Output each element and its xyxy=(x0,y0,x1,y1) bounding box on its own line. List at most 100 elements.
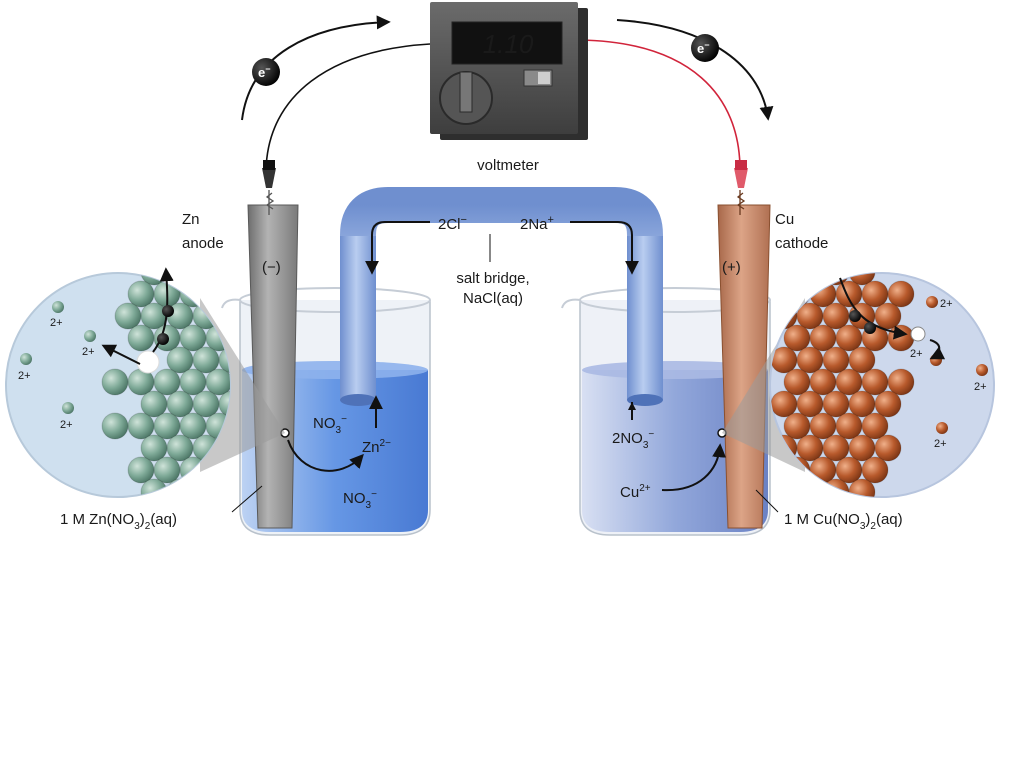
svg-text:e−: e− xyxy=(697,40,710,56)
zinc-atom xyxy=(166,478,194,497)
zinc-atom xyxy=(205,280,230,308)
zinc-free-ion xyxy=(84,330,96,342)
copper-atom xyxy=(861,412,889,440)
cathode-role: cathode xyxy=(775,235,828,252)
copper-electrode xyxy=(717,160,771,529)
anode-solution-part1: 1 M Zn(NO xyxy=(60,511,134,528)
copper-zoom-ion-label: 2+ xyxy=(910,348,923,360)
bridge-anion-label: 2Cl− xyxy=(438,214,467,233)
cathode-solution-part2: ) xyxy=(865,511,870,528)
bridge-anion-arrow xyxy=(365,221,430,275)
copper-free-ion xyxy=(936,422,948,434)
zinc-zoom-electron xyxy=(162,305,174,317)
bridge-cation-text: 2Na xyxy=(520,216,548,233)
voltmeter-reading: 1.10 xyxy=(483,29,534,59)
left-nitrate-top-base: NO xyxy=(313,415,336,432)
anode-sign: (−) xyxy=(262,259,281,276)
copper-deposit-site xyxy=(910,326,926,342)
zinc-ion-base: Zn xyxy=(362,439,380,456)
voltmeter: 1.10 xyxy=(430,2,588,140)
zinc-atom xyxy=(140,390,168,418)
bridge-anion-text: 2Cl xyxy=(438,216,461,233)
copper-zoom-electron xyxy=(864,322,876,334)
electron-left-symbol: e xyxy=(258,65,265,80)
zinc-atom xyxy=(218,273,230,286)
zinc-atom xyxy=(101,368,129,396)
cathode-element: Cu xyxy=(775,211,794,228)
left-nitrate-bottom-charge: − xyxy=(371,489,377,500)
zinc-atom xyxy=(127,280,155,308)
zinc-atom xyxy=(192,273,220,286)
copper-ion-base: Cu xyxy=(620,484,639,501)
zinc-free-ion xyxy=(52,301,64,313)
anode-solution-sub1: 3 xyxy=(134,521,140,532)
bridge-cation-label: 2Na+ xyxy=(520,214,554,233)
right-nitrate-sub: 3 xyxy=(643,440,649,451)
left-nitrate-top: NO3− xyxy=(313,414,347,436)
anode-solution-part3: (aq) xyxy=(150,511,177,528)
right-solution-pointer xyxy=(755,489,779,513)
electron-left-charge: − xyxy=(265,64,270,74)
copper-atom xyxy=(887,368,915,396)
salt-bridge-label-line1: salt bridge, xyxy=(456,270,529,287)
right-nitrate: 2NO3− xyxy=(612,429,654,451)
bridge-anion-charge: − xyxy=(461,214,467,226)
cathode-solution-part3: (aq) xyxy=(876,511,903,528)
copper-atom xyxy=(887,280,915,308)
copper-atom xyxy=(796,478,824,497)
zinc-zoom-ion-label: 2+ xyxy=(60,419,73,431)
electron-flow-arrow-left xyxy=(241,15,391,121)
copper-atom xyxy=(861,456,889,484)
copper-ion-label: Cu2+ xyxy=(620,483,651,501)
bridge-cation-arrow xyxy=(570,221,639,275)
copper-zoom-electron xyxy=(849,310,861,322)
left-nitrate-top-sub: 3 xyxy=(336,425,342,436)
salt-bridge-label-line2: NaCl(aq) xyxy=(463,290,523,307)
right-nitrate-base: 2NO xyxy=(612,430,643,447)
copper-atom xyxy=(848,273,876,286)
anode-solution-sub2: 2 xyxy=(145,521,151,532)
zinc-atom xyxy=(127,324,155,352)
zinc-ion-leaving-arrow xyxy=(101,344,141,365)
left-nitrate-bottom: NO3− xyxy=(343,489,377,511)
zinc-ion-charge: 2− xyxy=(380,438,392,449)
zinc-atom xyxy=(127,456,155,484)
zinc-vacancy xyxy=(136,350,160,374)
copper-zoom-ion-label: 2+ xyxy=(940,298,953,310)
copper-deposit-arrow xyxy=(661,443,727,492)
zinc-zoom-ion-label: 2+ xyxy=(50,317,63,329)
zinc-atom xyxy=(101,412,129,440)
copper-zoom-ion-label: 2+ xyxy=(934,438,947,450)
electron-left: e− xyxy=(252,58,280,86)
cathode-solution-label: 1 M Cu(NO3)2(aq) xyxy=(784,511,903,532)
zinc-zoom-electron xyxy=(157,333,169,345)
zinc-zoom-view: 2+ 2+ 2+ 2+ xyxy=(5,267,231,498)
zinc-free-ion xyxy=(20,353,32,365)
anode-element: Zn xyxy=(182,211,200,228)
copper-atom xyxy=(770,273,798,286)
electron-right-symbol: e xyxy=(697,41,704,56)
zinc-ion-label: Zn2− xyxy=(362,438,391,456)
left-solution-pointer xyxy=(231,485,263,513)
zinc-atom xyxy=(166,346,194,374)
anode-solution-label: 1 M Zn(NO3)2(aq) xyxy=(60,511,177,532)
right-solution xyxy=(582,370,768,532)
copper-atom xyxy=(874,434,902,462)
anode-role: anode xyxy=(182,235,224,252)
zinc-atom xyxy=(192,478,220,497)
zinc-zoom-ion-label: 2+ xyxy=(18,370,31,382)
electron-right: e− xyxy=(691,34,719,62)
zinc-ion-release-arrow xyxy=(287,439,364,472)
copper-free-ion xyxy=(926,296,938,308)
negative-wire xyxy=(265,43,431,171)
positive-wire xyxy=(579,39,741,171)
copper-atom xyxy=(874,390,902,418)
cathode-sign: (+) xyxy=(722,259,741,276)
zinc-zoom-ion-label: 2+ xyxy=(82,346,95,358)
electron-flow-arrow-right xyxy=(616,19,774,121)
zinc-atom xyxy=(140,434,168,462)
copper-atom xyxy=(770,478,798,497)
zinc-electrode xyxy=(247,160,299,529)
anode-solution-part2: ) xyxy=(140,511,145,528)
